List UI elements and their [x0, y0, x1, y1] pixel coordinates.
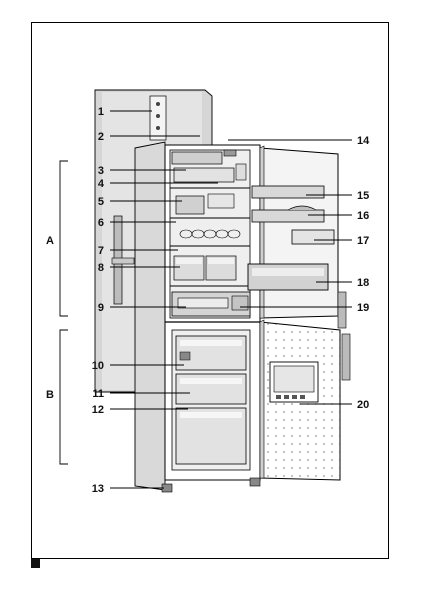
callout-12: 12	[92, 404, 104, 416]
group-bracket-a	[59, 160, 68, 317]
callout-14: 14	[357, 135, 370, 147]
group-label-b: B	[46, 389, 54, 401]
callouts-right: 14 15 16 17 18 19 20	[357, 135, 370, 411]
callout-17: 17	[357, 235, 369, 247]
callout-3: 3	[98, 165, 104, 177]
fridge-door	[247, 145, 347, 329]
callout-19: 19	[357, 302, 369, 314]
diagram-frame	[31, 22, 389, 559]
freezer-compartment	[161, 335, 261, 493]
callout-9: 9	[98, 302, 104, 314]
callout-11: 11	[92, 388, 104, 400]
callout-15: 15	[357, 190, 369, 202]
callout-7: 7	[98, 245, 104, 257]
callout-10: 10	[92, 360, 104, 372]
callout-13: 13	[92, 483, 104, 495]
callout-6: 6	[98, 217, 104, 229]
callout-2: 2	[98, 131, 104, 143]
callout-5: 5	[98, 196, 104, 208]
freezer-door	[259, 319, 351, 481]
page-marker	[31, 559, 40, 568]
fridge-compartment	[170, 149, 251, 317]
callout-16: 16	[357, 210, 369, 222]
callout-8: 8	[98, 262, 104, 274]
group-bracket-b	[59, 329, 68, 465]
callout-leaders	[110, 110, 352, 489]
callout-1: 1	[98, 106, 104, 118]
callouts-left: 1 2 3 4 5 6 7 8 9 10 11 12 13	[92, 106, 105, 495]
callout-20: 20	[357, 399, 369, 411]
callout-18: 18	[357, 277, 369, 289]
group-label-a: A	[46, 235, 54, 247]
callout-4: 4	[98, 178, 105, 190]
